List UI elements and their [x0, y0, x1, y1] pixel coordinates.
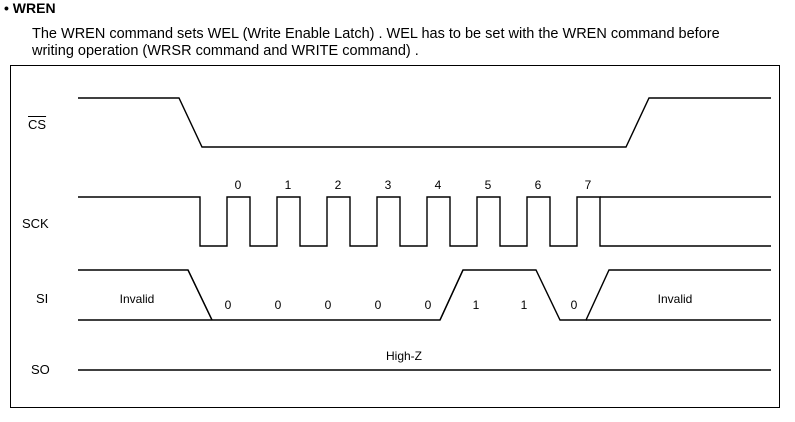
si-bit: 0 [425, 298, 432, 312]
cs-waveform [78, 97, 771, 148]
clock-number: 0 [235, 178, 242, 192]
si-bit-labels: 0 0 0 0 0 1 1 0 [225, 298, 578, 312]
timing-diagram-frame [10, 65, 780, 408]
description-line-2: writing operation (WRSR command and WRIT… [32, 43, 419, 59]
clock-number: 4 [435, 178, 442, 192]
cs-label-text: CS [28, 117, 47, 132]
heading-bullet: • [4, 0, 9, 16]
si-bit: 0 [325, 298, 332, 312]
si-bit: 0 [375, 298, 382, 312]
si-signal-label: SI [36, 291, 49, 306]
description-line-1: The WREN command sets WEL (Write Enable … [32, 26, 720, 42]
sck-signal-label: SCK [22, 216, 49, 231]
si-bit-transition [439, 269, 464, 321]
si-bit: 0 [571, 298, 578, 312]
clock-number-labels: 0 1 2 3 4 5 6 7 [235, 178, 592, 192]
si-invalid-left-label: Invalid [120, 292, 155, 306]
si-bit: 1 [521, 298, 528, 312]
clock-number: 1 [285, 178, 292, 192]
sck-waveform [78, 196, 771, 247]
so-signal-label: SO [31, 362, 50, 377]
si-invalid-right-label: Invalid [658, 292, 693, 306]
si-bit: 0 [275, 298, 282, 312]
si-bit: 1 [473, 298, 480, 312]
clock-number: 7 [585, 178, 592, 192]
heading-title: WREN [12, 0, 56, 16]
so-high-z-label: High-Z [386, 349, 422, 363]
section-heading: • WREN [4, 0, 56, 16]
si-bit: 0 [225, 298, 232, 312]
si-lower-line [78, 269, 771, 321]
clock-number: 3 [385, 178, 392, 192]
clock-number: 6 [535, 178, 542, 192]
clock-number: 5 [485, 178, 492, 192]
clock-number: 2 [335, 178, 342, 192]
cs-signal-label: CS [28, 117, 46, 132]
si-left-invalid-bottom [187, 269, 213, 321]
